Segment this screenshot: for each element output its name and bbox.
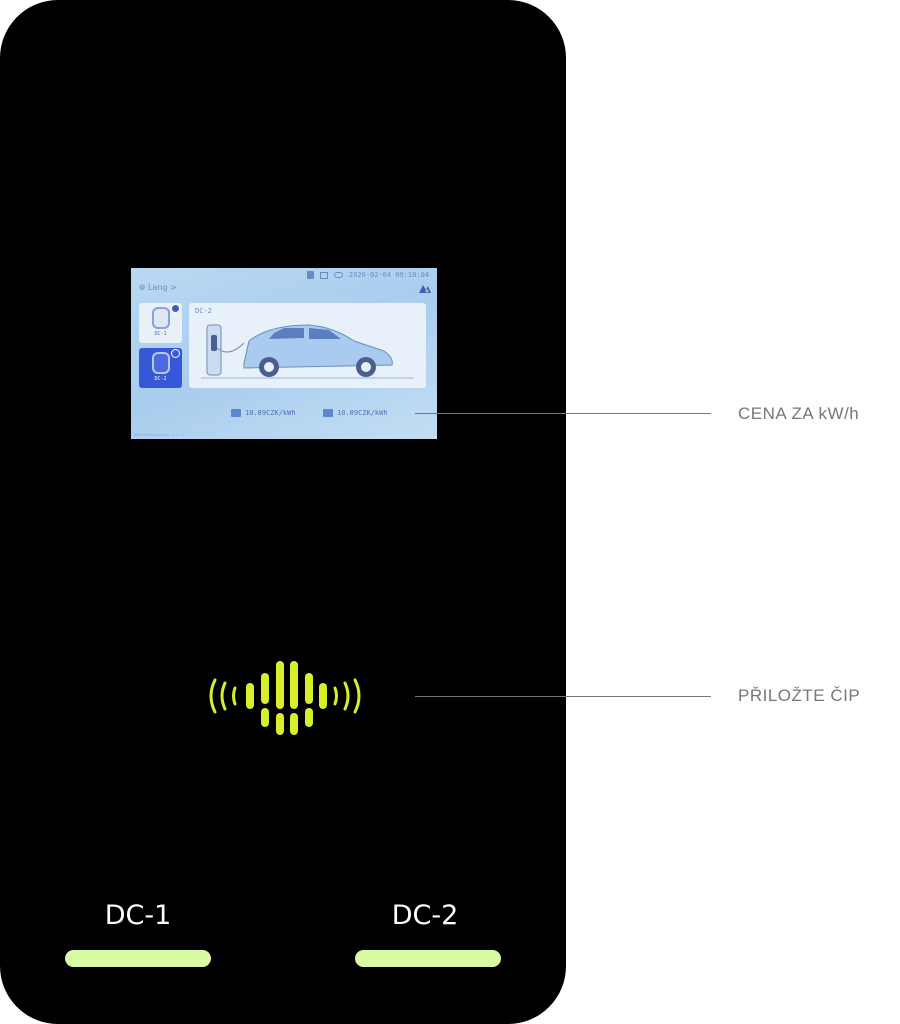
price-callout-label: CENA ZA kW/h	[738, 404, 860, 423]
status-icon	[171, 349, 180, 358]
language-button[interactable]: 🌐︎ Lang >	[139, 283, 177, 293]
status-bar: 2026-02-04 09:10:04	[306, 271, 429, 279]
charging-car-illustration	[201, 324, 414, 379]
plug-icon	[151, 307, 170, 329]
status-icon	[171, 304, 180, 313]
network-icon	[319, 271, 328, 279]
touch-screen[interactable]: 2026-02-04 09:10:04 🌐︎ Lang > DC-1 DC-2 …	[131, 268, 437, 439]
plug-icon	[151, 352, 170, 374]
connector-label: DC-1	[154, 331, 167, 337]
price-item: 10.89CZK/kWh	[323, 409, 388, 417]
charger-body: 2026-02-04 09:10:04 🌐︎ Lang > DC-1 DC-2 …	[0, 0, 566, 1024]
lang-label: Lang	[147, 283, 168, 292]
version-text: BMBC2025041021487 1.1.17	[134, 433, 185, 437]
price-callout-line	[415, 413, 711, 414]
dc-2-label: DC-2	[391, 900, 459, 931]
panel-title: DC-2	[195, 307, 212, 315]
dc-2-indicator	[355, 950, 501, 967]
chevron-right-icon: >	[170, 283, 177, 292]
card-icon	[306, 271, 314, 279]
price-item: 10.89CZK/kWh	[231, 409, 296, 417]
rfid-reader-icon[interactable]	[205, 655, 365, 737]
price-icon	[231, 409, 241, 417]
connector-label: DC-2	[154, 376, 167, 382]
dc-1-indicator	[65, 950, 211, 967]
dc-1-label: DC-1	[104, 900, 172, 931]
connector-panel: DC-2	[189, 303, 426, 388]
rfid-callout-line	[415, 696, 711, 697]
datetime: 2026-02-04 09:10:04	[348, 271, 429, 279]
price-icon	[323, 409, 333, 417]
cloud-icon	[333, 272, 343, 278]
globe-icon: 🌐︎	[139, 283, 146, 292]
connector-tab-dc-1[interactable]: DC-1	[139, 303, 182, 343]
price-value: 10.89CZK/kWh	[245, 409, 296, 417]
rfid-callout-label: PŘILOŽTE ČIP	[738, 686, 861, 705]
brand-logo-icon	[419, 285, 431, 293]
price-value: 10.89CZK/kWh	[337, 409, 388, 417]
connector-tab-dc-2[interactable]: DC-2	[139, 348, 182, 388]
